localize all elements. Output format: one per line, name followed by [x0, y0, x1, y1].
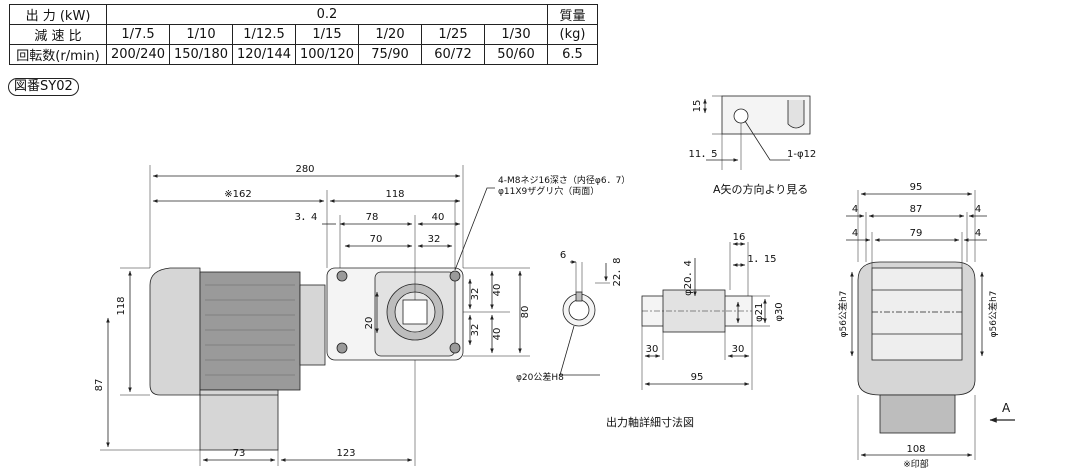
figure-number: 図番SY02	[8, 78, 79, 96]
shaft-16: 16	[733, 232, 746, 243]
side-4-d: 4	[975, 228, 981, 239]
side-108: 108	[906, 444, 925, 455]
dim-20: 20	[364, 317, 375, 330]
view-a-hole: 1-φ12	[787, 149, 816, 160]
dim-32-top: 32	[428, 234, 441, 245]
shaft-caption: 出力軸詳細寸法図	[606, 415, 694, 429]
front-view	[100, 165, 530, 466]
screw-note-1: 4-M8ネジ16深さ（内径φ6．7）	[498, 174, 630, 186]
shaft-30-dia: φ30	[774, 302, 785, 321]
side-4-c: 4	[852, 228, 858, 239]
shaft-bore: φ20公差H8	[516, 371, 564, 383]
dim-gear-length: 118	[385, 189, 404, 200]
dim-32-r2: 32	[470, 324, 481, 337]
ratio-cell: 1/7.5	[106, 24, 170, 45]
dim-78: 78	[366, 212, 379, 223]
speed-cell: 75/90	[358, 44, 422, 65]
speed-cell: 150/180	[169, 44, 233, 65]
shaft-30-right: 30	[732, 344, 745, 355]
dim-height-118: 118	[116, 296, 127, 315]
dim-80: 80	[520, 306, 531, 319]
shaft-detail	[559, 242, 770, 390]
ratio-cell: 1/25	[421, 24, 485, 45]
mass-value: 6.5	[547, 44, 598, 65]
shaft-20-4: φ20．4	[683, 260, 694, 296]
screw-note-2: φ11X9ザグリ穴（両面）	[498, 185, 599, 197]
side-95: 95	[910, 182, 923, 193]
dim-40-top: 40	[432, 212, 445, 223]
dim-32-r1: 32	[470, 288, 481, 301]
side-79: 79	[910, 228, 923, 239]
dim-base-73: 73	[233, 448, 246, 459]
view-a-11-5: 11．5	[688, 149, 717, 160]
dim-height-87: 87	[94, 379, 105, 392]
view-a	[703, 95, 811, 170]
dimension-labels: 280 ※162 118 3．4 78 40 70 32 4-M8ネジ16深さ（…	[94, 100, 1011, 470]
side-4-a: 4	[852, 204, 858, 215]
dim-motor-length: ※162	[224, 189, 251, 200]
shaft-21: φ21	[754, 303, 765, 322]
side-view	[846, 190, 1015, 460]
shaft-22-8: 22．8	[612, 257, 623, 286]
dim-overall-length: 280	[295, 164, 314, 175]
dim-offset: 3．4	[295, 212, 318, 223]
shaft-30-left: 30	[646, 344, 659, 355]
speed-cell: 120/144	[232, 44, 296, 65]
side-dia-right: φ56公差h7	[987, 291, 999, 338]
dim-40-r1: 40	[492, 284, 503, 297]
shaft-6: 6	[560, 250, 566, 261]
speed-cell: 100/120	[295, 44, 359, 65]
side-note: ※印部	[903, 458, 929, 470]
view-a-15: 15	[692, 100, 703, 113]
speed-cell: 60/72	[421, 44, 485, 65]
arrow-a-label: A	[1002, 401, 1011, 415]
speed-cell: 50/60	[484, 44, 548, 65]
shaft-95: 95	[691, 372, 704, 383]
dim-base-123: 123	[336, 448, 355, 459]
speed-label: 回転数(r/min)	[9, 44, 107, 65]
dim-70: 70	[370, 234, 383, 245]
spec-table: 出 力 (kW) 0.2 質量 減 速 比 1/7.5 1/10 1/12.5 …	[9, 4, 598, 65]
side-4-b: 4	[975, 204, 981, 215]
view-a-caption: A矢の方向より見る	[713, 182, 808, 196]
side-dia-left: φ56公差h7	[837, 291, 849, 338]
shaft-1-15: 1．15	[747, 254, 776, 265]
side-87: 87	[910, 204, 923, 215]
dim-40-r2: 40	[492, 328, 503, 341]
